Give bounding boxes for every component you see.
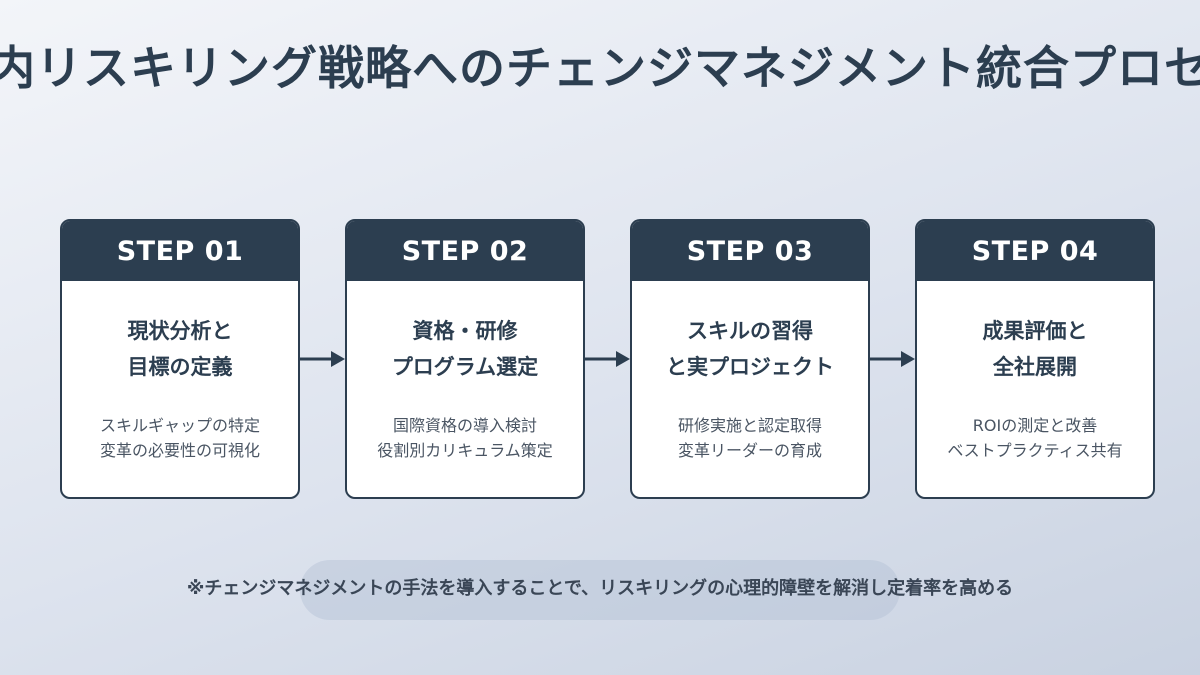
process-step-2: STEP 02 資格・研修 プログラム選定 国際資格の導入検討 役割別カリキュラ… xyxy=(345,219,585,499)
step-description: 研修実施と認定取得 変革リーダーの育成 xyxy=(632,413,868,463)
step-description-line: ROIの測定と改善 xyxy=(972,416,1098,435)
footer-note: ※チェンジマネジメントの手法を導入することで、リスキリングの心理的障壁を解消し定… xyxy=(186,578,1014,599)
step-title-line: 目標の定義 xyxy=(127,355,233,379)
step-description-line: ベストプラクティス共有 xyxy=(947,441,1123,460)
step-description-line: スキルギャップの特定 xyxy=(99,416,260,435)
step-description-line: 国際資格の導入検討 xyxy=(392,416,537,435)
step-title-line: 資格・研修 xyxy=(412,319,518,343)
step-description: ROIの測定と改善 ベストプラクティス共有 xyxy=(917,413,1153,463)
step-label: STEP 01 xyxy=(62,221,298,281)
arrow-right-icon xyxy=(584,351,630,367)
step-description: 国際資格の導入検討 役割別カリキュラム策定 xyxy=(347,413,583,463)
arrow-right-icon xyxy=(299,351,345,367)
arrow-right-icon xyxy=(869,351,915,367)
process-step-1: STEP 01 現状分析と 目標の定義 スキルギャップの特定 変革の必要性の可視… xyxy=(60,219,300,499)
step-description-line: 役割別カリキュラム策定 xyxy=(377,441,553,460)
step-title-line: と実プロジェクト xyxy=(666,355,834,379)
footer-note-background xyxy=(300,560,900,620)
step-label: STEP 03 xyxy=(632,221,868,281)
process-step-4: STEP 04 成果評価と 全社展開 ROIの測定と改善 ベストプラクティス共有 xyxy=(915,219,1155,499)
step-title: 現状分析と 目標の定義 xyxy=(62,313,298,385)
step-title: 成果評価と 全社展開 xyxy=(917,313,1153,385)
step-title: 資格・研修 プログラム選定 xyxy=(347,313,583,385)
step-label: STEP 02 xyxy=(347,221,583,281)
step-title-line: 成果評価と xyxy=(982,319,1088,343)
process-step-3: STEP 03 スキルの習得 と実プロジェクト 研修実施と認定取得 変革リーダー… xyxy=(630,219,870,499)
step-title-line: 現状分析と xyxy=(127,319,233,343)
step-title: スキルの習得 と実プロジェクト xyxy=(632,313,868,385)
step-title-line: プログラム選定 xyxy=(391,355,539,379)
step-label: STEP 04 xyxy=(917,221,1153,281)
step-title-line: スキルの習得 xyxy=(687,319,813,343)
step-description-line: 研修実施と認定取得 xyxy=(677,416,822,435)
page-title: 社内リスキリング戦略へのチェンジマネジメント統合プロセス xyxy=(0,41,1200,95)
step-description: スキルギャップの特定 変革の必要性の可視化 xyxy=(62,413,298,463)
step-title-line: 全社展開 xyxy=(993,355,1077,379)
step-description-line: 変革リーダーの育成 xyxy=(677,441,822,460)
step-description-line: 変革の必要性の可視化 xyxy=(99,441,260,460)
